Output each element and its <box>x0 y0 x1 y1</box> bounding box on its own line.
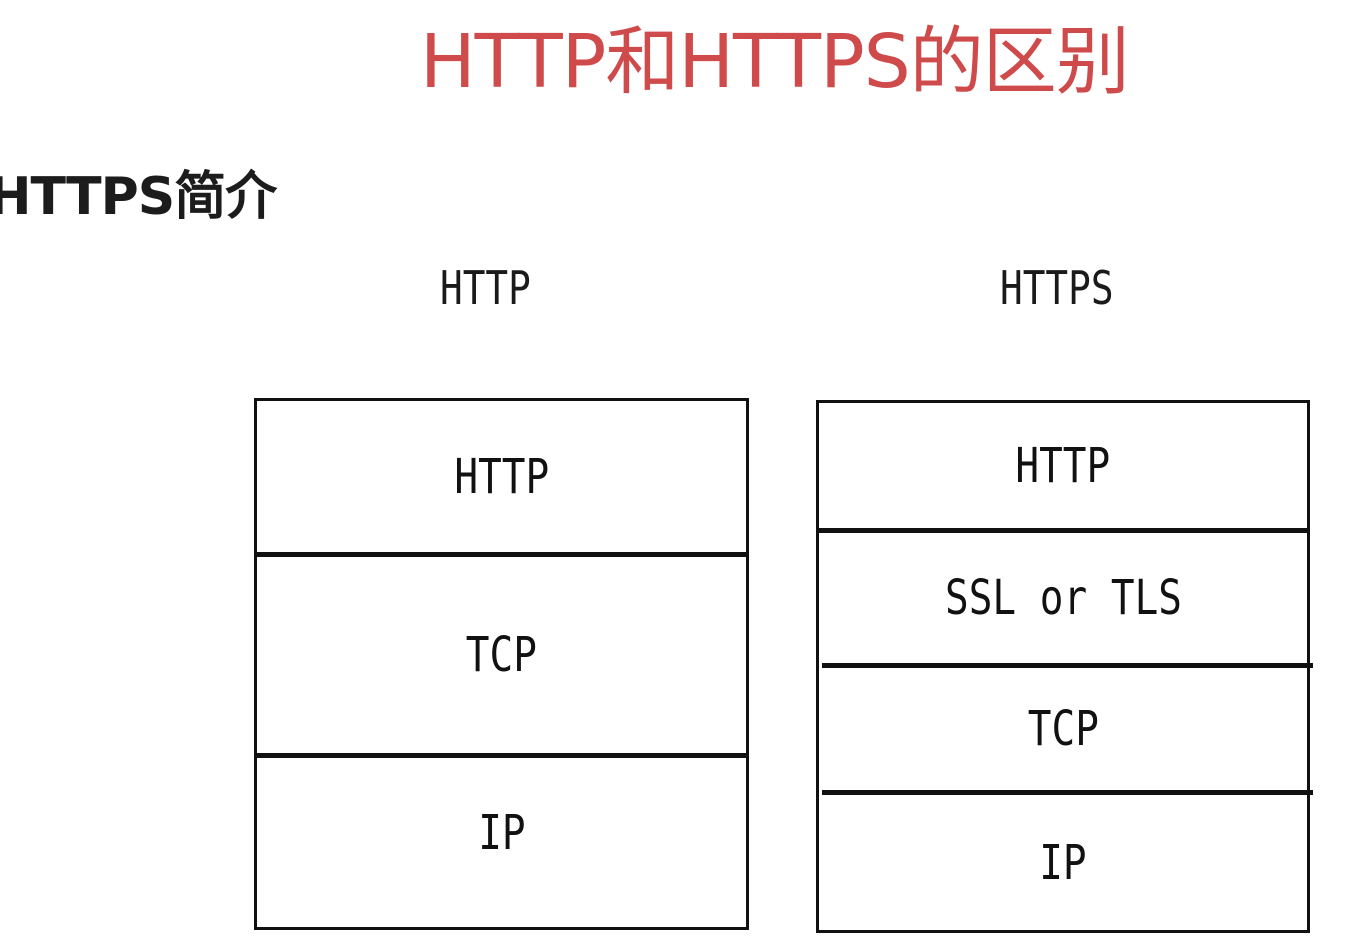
http-stack-layer-ip: IP <box>257 758 746 908</box>
page-title: HTTP和HTTPS的区别 <box>420 19 1130 105</box>
layer-label: HTTP <box>454 449 549 505</box>
http-stack-layer-http: HTTP <box>257 401 746 553</box>
layer-label: TCP <box>1027 701 1099 757</box>
https-stack-layer-ssl-tls: SSL or TLS <box>819 533 1307 663</box>
https-protocol-stack: HTTP SSL or TLS TCP IP <box>816 400 1313 933</box>
layer-label: TCP <box>465 627 538 683</box>
layer-label: IP <box>477 805 526 861</box>
layer-divider <box>816 528 1310 533</box>
layer-divider <box>822 790 1313 795</box>
layer-divider <box>254 753 749 758</box>
https-stack-layer-tcp: TCP <box>819 668 1307 790</box>
https-stack-layer-ip: IP <box>819 795 1307 931</box>
https-column-label: HTTPS <box>1000 261 1114 315</box>
layer-divider <box>822 663 1313 668</box>
http-stack-layer-tcp: TCP <box>257 557 746 753</box>
https-stack-layer-http: HTTP <box>819 403 1307 529</box>
http-protocol-stack: HTTP TCP IP <box>254 398 749 930</box>
layer-divider <box>254 552 749 557</box>
layer-label: HTTP <box>1015 438 1111 494</box>
layer-label: IP <box>1039 835 1087 891</box>
section-heading: HTTPS简介 <box>0 167 277 227</box>
http-column-label: HTTP <box>440 261 531 315</box>
layer-label: SSL or TLS <box>944 570 1182 626</box>
